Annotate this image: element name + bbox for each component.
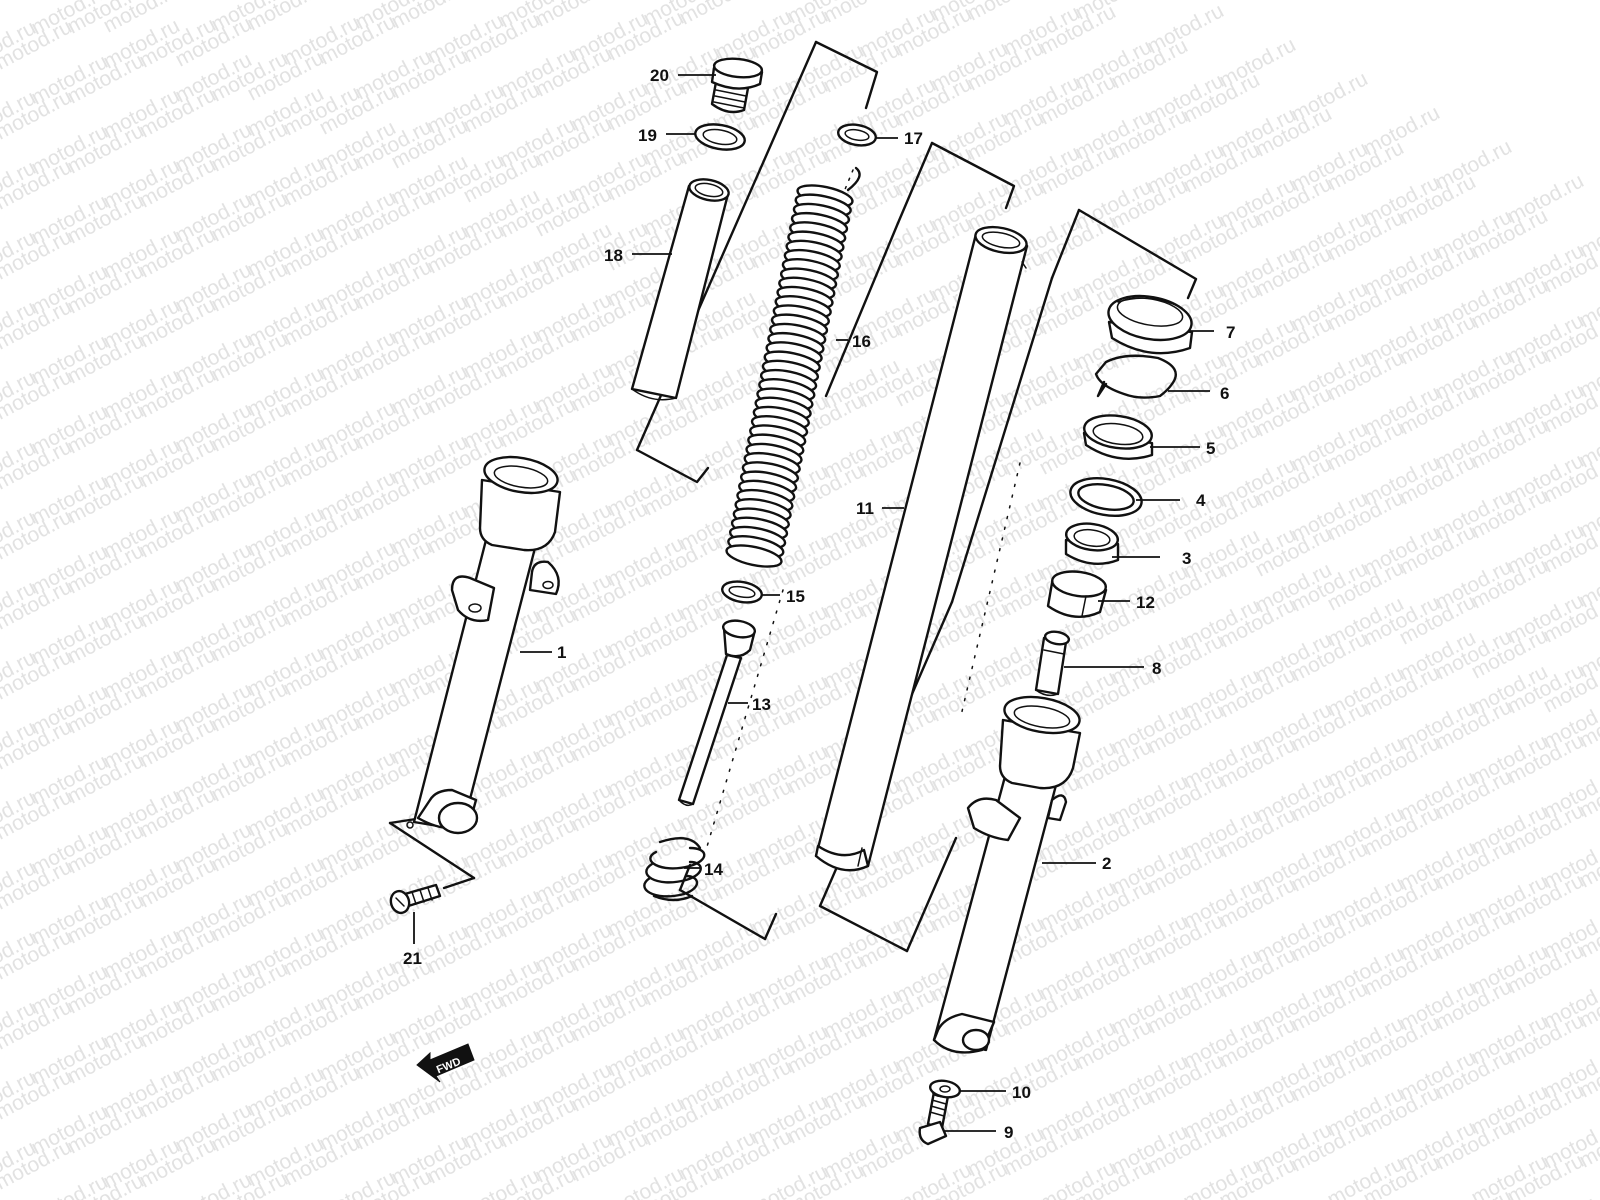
- callout-9: 9: [1004, 1123, 1013, 1142]
- callout-14: 14: [704, 860, 723, 879]
- callout-18: 18: [604, 246, 623, 265]
- callout-20: 20: [650, 66, 669, 85]
- callout-6: 6: [1220, 384, 1229, 403]
- callout-12: 12: [1136, 593, 1155, 612]
- callout-15: 15: [786, 587, 805, 606]
- callout-1: 1: [557, 643, 566, 662]
- watermark-text: motod.ru: [28, 1170, 112, 1200]
- callout-11: 11: [856, 499, 874, 518]
- callout-10: 10: [1012, 1083, 1031, 1102]
- callout-3: 3: [1182, 549, 1191, 568]
- callout-19: 19: [638, 126, 657, 145]
- callout-7: 7: [1226, 323, 1235, 342]
- callout-17: 17: [904, 129, 923, 148]
- callout-21: 21: [403, 949, 422, 968]
- callout-16: 16: [852, 332, 871, 351]
- callout-4: 4: [1196, 491, 1206, 510]
- callout-13: 13: [752, 695, 771, 714]
- callout-5: 5: [1206, 439, 1215, 458]
- callout-8: 8: [1152, 659, 1161, 678]
- callout-2: 2: [1102, 854, 1111, 873]
